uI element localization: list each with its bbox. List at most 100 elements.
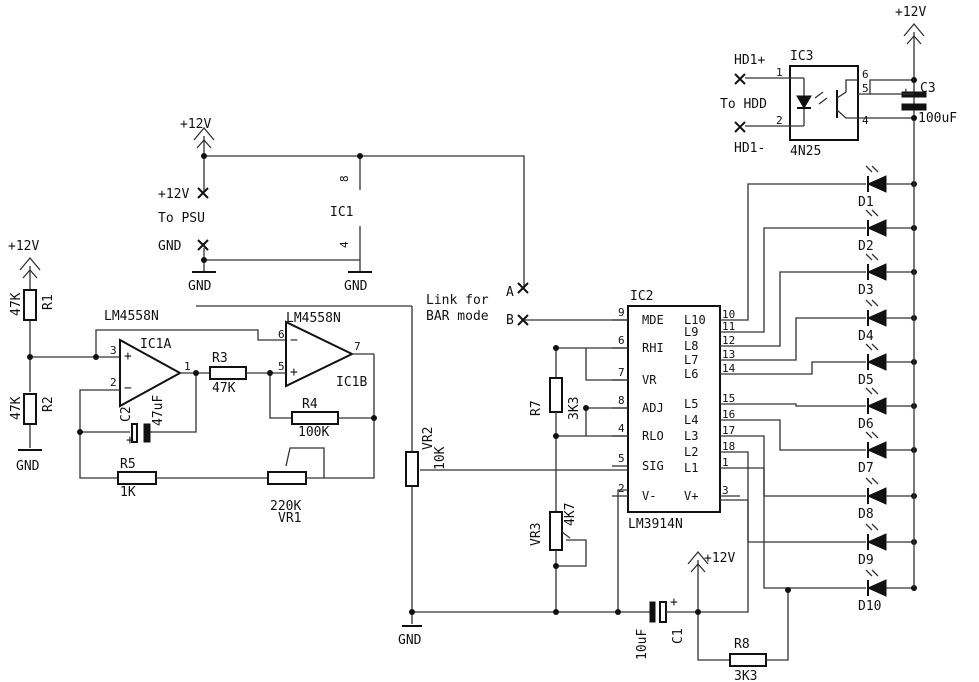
led-wire [740,317,866,361]
gnd-psu-label: GND [188,279,212,294]
supply-r8-label: +12V [704,551,735,566]
hd-minus-label: HD1- [734,141,765,156]
led-label: D6 [858,417,874,432]
ic3-ref: IC3 [790,49,813,64]
ic2-part: LM3914N [628,517,683,532]
link-a-terminal-icon [517,282,529,294]
led-icon [866,579,887,597]
c3-plate-minus [901,103,927,111]
light-rays-icon [865,165,879,173]
junction-dot [357,153,363,159]
op-amp-b-ref: IC1B [336,375,367,390]
ic2-ref: IC2 [630,289,653,304]
ic1-power-ref: IC1 [330,205,353,220]
led-icon [866,219,887,237]
r7-value: 3K3 [567,397,582,420]
vr1-value: 220K [270,499,301,514]
to-hdd-label: To HDD [720,97,767,112]
svg-text:+: + [124,349,132,364]
junction-dot [553,609,559,615]
r8-resistor [729,653,767,667]
led-icon [866,397,887,415]
ic3-optocoupler: IC3 4N25 1 2 4 5 6 HD1+ To HDD HD1- [720,49,914,159]
junction-dot [615,609,621,615]
ic2-pin-number: 3 [722,484,729,497]
light-rays-icon [865,523,879,531]
psu-12v-label: +12V [158,187,189,202]
r1-ref: R1 [41,294,56,310]
led-icon [866,263,887,281]
light-rays-icon [865,477,879,485]
ic2-support-wiring: Link for BAR mode A B R7 3K3 VR3 4K7 GND… [204,155,789,682]
ic2-pin-name: L4 [684,413,698,427]
ic2-pin-number: 11 [722,320,735,333]
ic3-part: 4N25 [790,144,821,159]
led-label: D4 [858,329,874,344]
junction-dot [553,345,559,351]
psu-gnd-terminal-icon [197,239,209,251]
ic2-pin-number: 15 [722,392,735,405]
svg-text:6: 6 [278,328,285,341]
psu-12v-top-label: +12V [180,117,211,132]
ic2-pin-name: L10 [684,313,706,327]
led-label: D3 [858,283,874,298]
ic2-pin-name: VR [642,373,657,387]
r5-ref: R5 [120,457,136,472]
c2-ref: C2 [119,406,134,422]
op-amp-a-part: LM4558N [104,309,159,324]
r1-resistor [23,289,37,321]
ic2-pin-name: V- [642,489,656,503]
svg-text:4: 4 [862,114,869,127]
r3-value: 47K [212,381,236,396]
led-label: D8 [858,507,874,522]
svg-text:1: 1 [184,360,191,373]
psu-12v-terminal-icon [197,187,209,199]
op-amp-b-symbol [285,320,355,388]
led-label: D9 [858,553,874,568]
ic2-pin-name: L9 [684,325,698,339]
r4-resistor [291,411,339,425]
led-label: D1 [858,195,874,210]
link-a-label: A [506,285,514,300]
ic2-pin-number: 4 [618,422,625,435]
led-wire [740,227,866,333]
supply-left-label: +12V [8,239,39,254]
led-wire [740,435,866,497]
r7-ref: R7 [529,400,544,416]
svg-text:2: 2 [776,114,783,127]
led-icon [866,441,887,459]
led-wire [740,467,866,589]
svg-text:+: + [126,433,134,448]
input-divider: +12V 47K R1 47K R2 GND [8,239,120,474]
ic2-pin-name: L5 [684,397,698,411]
ic2-pin-number: 17 [722,424,735,437]
led-icon [866,175,887,193]
hd-plus-label: HD1+ [734,53,765,68]
ic2-pin-name: L7 [684,353,698,367]
light-rays-icon [865,299,879,307]
c2-value: 47uF [151,395,166,426]
r2-value: 47K [9,396,24,420]
r2-ref: R2 [41,396,56,412]
svg-text:−: − [124,381,132,396]
c1-plate-plus [659,601,667,623]
ic2-pin-name: L3 [684,429,698,443]
led-wire [740,361,866,375]
junction-dot [193,370,199,376]
vr2-value: 10K [433,446,448,470]
ic2-pin-name: V+ [684,489,698,503]
led-label: D10 [858,599,881,614]
c3-ref: C3 [920,81,936,96]
svg-text:8: 8 [338,175,351,182]
vr1-ref: VR1 [278,511,301,526]
c1-ref: C1 [671,628,686,644]
junction-dot [201,153,207,159]
junction-dot [553,563,559,569]
svg-text:+: + [670,595,678,610]
ic2-pin-name: L8 [684,339,698,353]
gnd-bottom-label: GND [398,633,422,648]
ic2-pin-number: 10 [722,308,735,321]
to-psu-label: To PSU [158,211,205,226]
